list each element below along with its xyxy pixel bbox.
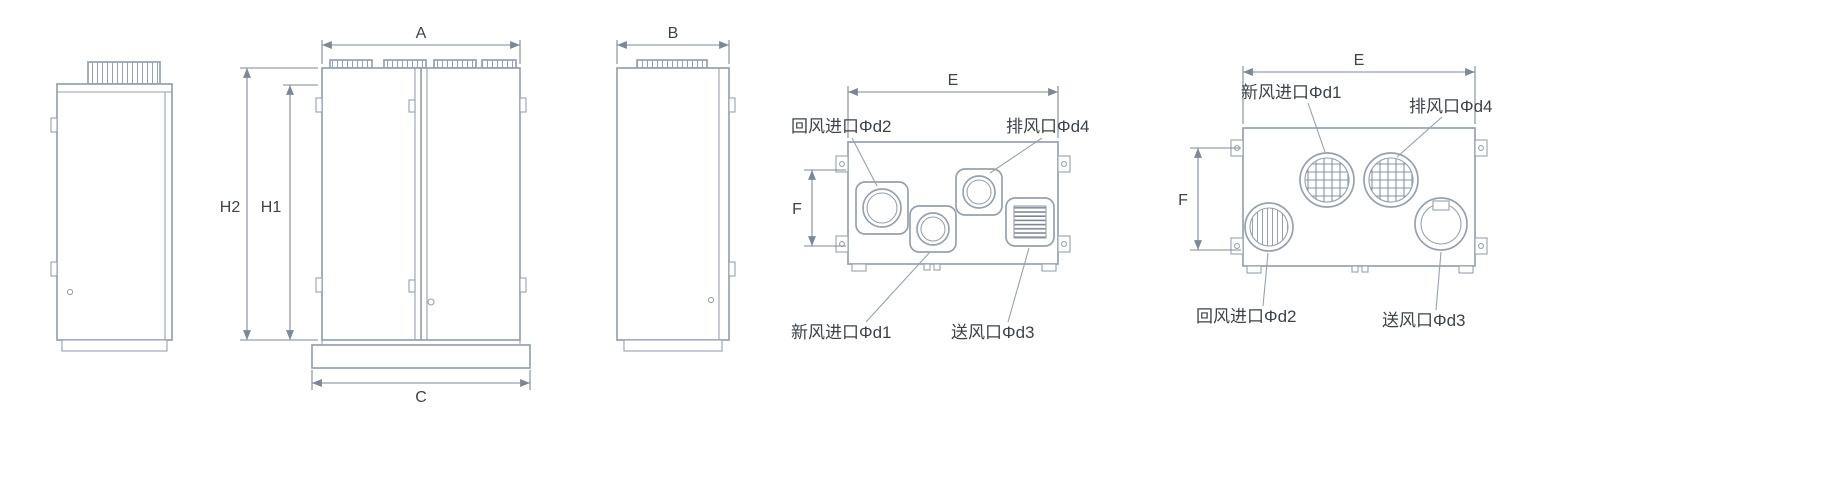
port-sensor-box [1432, 200, 1450, 211]
mounting-bracket [1057, 235, 1071, 253]
dim-H1-label: H1 [261, 199, 282, 216]
dimension-F: F [792, 169, 846, 247]
drain-fitting [933, 263, 941, 271]
lock-hole [66, 288, 74, 296]
latch [408, 99, 416, 113]
dim-F-label: F [1178, 192, 1188, 209]
dimension-C: C [311, 370, 531, 406]
dimension-B: B [616, 25, 730, 64]
hinge [728, 261, 736, 277]
hinge [728, 97, 736, 113]
drain-fitting [1361, 265, 1369, 273]
port-label-fresh-air-inlet: 新风进口Φd1 [1241, 83, 1341, 102]
port-return-air-inlet-d2 [855, 181, 909, 235]
mounting-bracket [835, 155, 849, 173]
dimension-E: E [847, 72, 1059, 138]
latch [408, 279, 416, 293]
port-return-air-inlet-d2 [1244, 202, 1294, 252]
mounting-bracket [1230, 237, 1244, 255]
hinge [50, 117, 58, 133]
port-label-supply-outlet: 送风口Φd3 [1382, 311, 1465, 330]
leader-line [989, 137, 1043, 174]
port-exhaust-outlet-d4 [1363, 152, 1419, 208]
bracket-hole [1478, 243, 1484, 249]
top-vent [481, 59, 517, 69]
mounting-bracket [835, 235, 849, 253]
hinge [519, 277, 527, 293]
foot [1458, 265, 1474, 274]
view-front: A H2 H1 [220, 25, 531, 406]
dim-E-label: E [1354, 52, 1365, 69]
lock-hole [707, 296, 715, 304]
top-vent [433, 59, 477, 69]
mounting-bracket [1057, 155, 1071, 173]
foot [851, 263, 867, 272]
cabinet-body-side [616, 67, 730, 341]
dim-C-label: C [415, 389, 427, 406]
bracket-hole [839, 161, 845, 167]
cabinet-body [56, 83, 173, 341]
hinge [519, 97, 527, 113]
top-vent [329, 59, 373, 69]
view-ports-a: E F [791, 72, 1089, 342]
view-cabinet-side-left [50, 61, 173, 352]
lock-hole [427, 298, 435, 306]
port-label-exhaust-outlet: 排风口Φd4 [1409, 97, 1492, 116]
port-label-fresh-air-inlet: 新风进口Φd1 [791, 323, 891, 342]
cabinet-base [623, 339, 723, 352]
mounting-bracket [1474, 237, 1488, 255]
dim-A-label: A [416, 25, 427, 42]
cabinet-base [61, 339, 168, 352]
dimension-A: A [321, 25, 521, 64]
top-vent [636, 59, 708, 69]
leader-line [1396, 116, 1443, 158]
leader-line [851, 137, 878, 187]
dim-F-label: F [792, 201, 802, 218]
bracket-hole [1234, 243, 1240, 249]
port-label-return-air-inlet: 回风进口Φd2 [791, 117, 891, 136]
base-plinth [311, 344, 531, 369]
hinge [50, 261, 58, 277]
dimension-H1: H1 [261, 84, 318, 340]
leader-line [1007, 247, 1030, 323]
port-label-exhaust-outlet: 排风口Φd4 [1006, 117, 1089, 136]
dimension-F: F [1178, 147, 1241, 251]
leader-line [1307, 102, 1326, 153]
top-vent [383, 59, 427, 69]
foot [1041, 263, 1057, 272]
drain-fitting [923, 263, 931, 271]
top-vent [87, 61, 161, 85]
bracket-hole [1061, 161, 1067, 167]
dim-B-label: B [668, 25, 679, 42]
dim-H2-label: H2 [220, 199, 241, 216]
port-label-return-air-inlet: 回风进口Φd2 [1196, 307, 1296, 326]
dim-E-label: E [948, 72, 959, 89]
hinge [315, 277, 323, 293]
view-cabinet-side-right: B [616, 25, 736, 352]
port-fresh-air-inlet-d1 [909, 205, 957, 253]
leader-line [1435, 251, 1442, 311]
dimension-E: E [1242, 52, 1476, 124]
foot [1246, 265, 1262, 274]
bracket-hole [1061, 241, 1067, 247]
drain-fitting [1351, 265, 1359, 273]
port-fresh-air-inlet-d1 [1299, 152, 1355, 208]
leader-line [865, 251, 931, 323]
mounting-bracket [1474, 139, 1488, 157]
port-label-supply-outlet: 送风口Φd3 [951, 323, 1034, 342]
port-supply-outlet-d3 [1005, 197, 1055, 247]
leader-line [1262, 252, 1269, 307]
dimension-H2: H2 [220, 67, 318, 341]
hinge [315, 97, 323, 113]
view-ports-b: E F [1178, 52, 1492, 330]
port-supply-outlet-d3 [1414, 197, 1468, 251]
bracket-hole [1478, 145, 1484, 151]
port-exhaust-outlet-d4 [955, 168, 1003, 216]
